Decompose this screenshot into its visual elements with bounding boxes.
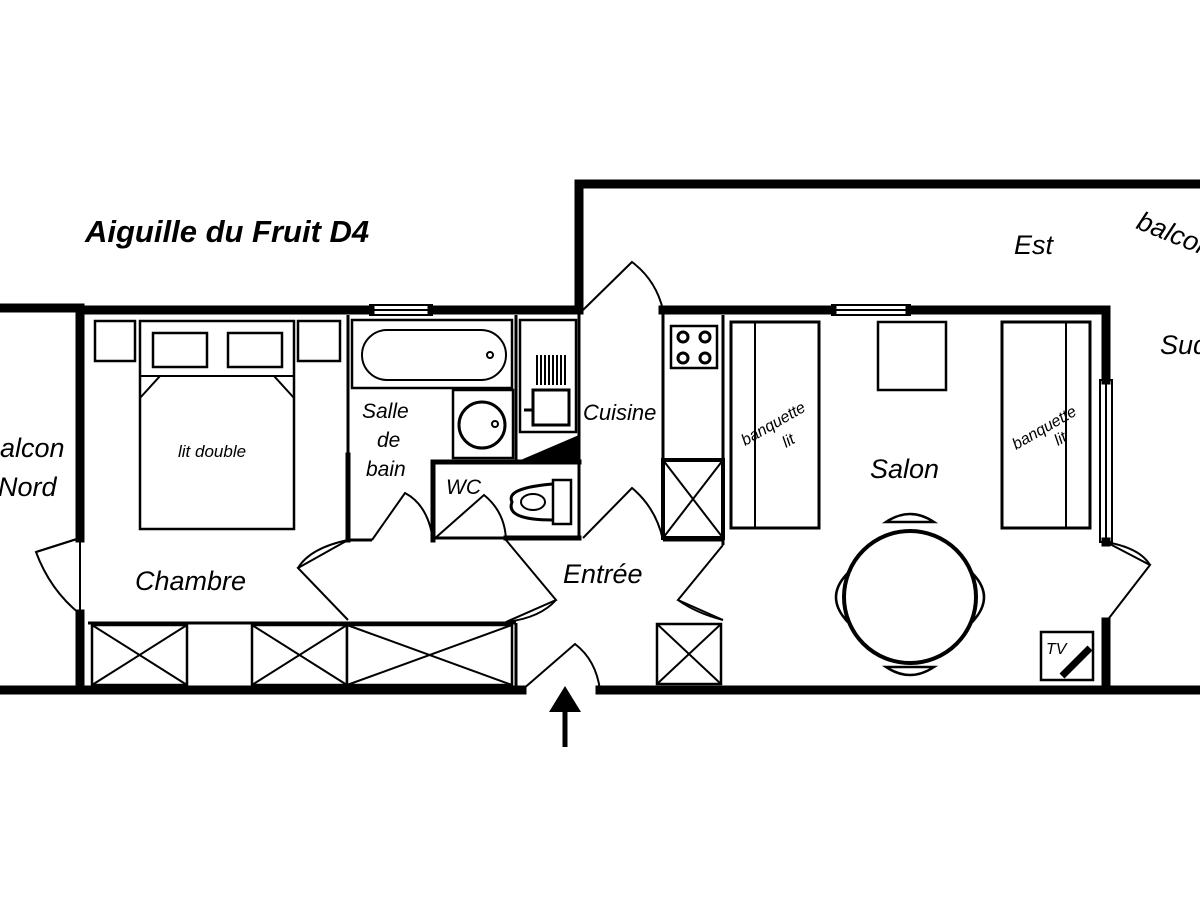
toilet xyxy=(509,478,573,526)
bed xyxy=(93,319,342,531)
exterior-walls xyxy=(0,179,1200,695)
entrance-arrow-icon xyxy=(549,686,581,747)
kitchen-sink xyxy=(518,318,578,434)
cooktop xyxy=(669,324,719,370)
bathroom-label-line1: Salle xyxy=(362,400,409,423)
entrance-label: Entrée xyxy=(563,559,643,589)
living-room-label: Salon xyxy=(870,454,939,484)
east-label: Est xyxy=(1014,230,1055,260)
south-balcony-label: balcon xyxy=(1133,206,1200,264)
tv-label: TV xyxy=(1046,641,1068,658)
kitchen-cabinet xyxy=(661,458,725,540)
sofa-bed-left xyxy=(729,320,821,530)
south-label: Sud xyxy=(1160,330,1200,360)
bedroom-closets xyxy=(90,623,514,687)
washbasin xyxy=(451,388,515,460)
bathroom-label-line2: de xyxy=(377,429,400,452)
side-table xyxy=(876,320,948,392)
tv-icon xyxy=(1039,630,1095,682)
dining-table xyxy=(834,512,986,677)
north-balcony-label-line2: Nord xyxy=(0,472,58,502)
bathtub xyxy=(350,318,514,390)
bathroom-label-line3: bain xyxy=(366,458,406,481)
doors xyxy=(34,260,1152,691)
bedroom-label: Chambre xyxy=(135,566,246,596)
plan-title: Aiguille du Fruit D4 xyxy=(84,214,369,249)
entrance-closet xyxy=(655,622,723,686)
interior-walls xyxy=(88,310,725,686)
bed-label: lit double xyxy=(178,442,246,461)
wc-label: WC xyxy=(446,476,482,499)
north-balcony-label-line1: Balcon xyxy=(0,433,65,463)
kitchen-label: Cuisine xyxy=(583,400,656,425)
sofa-bed-right xyxy=(1000,320,1092,530)
